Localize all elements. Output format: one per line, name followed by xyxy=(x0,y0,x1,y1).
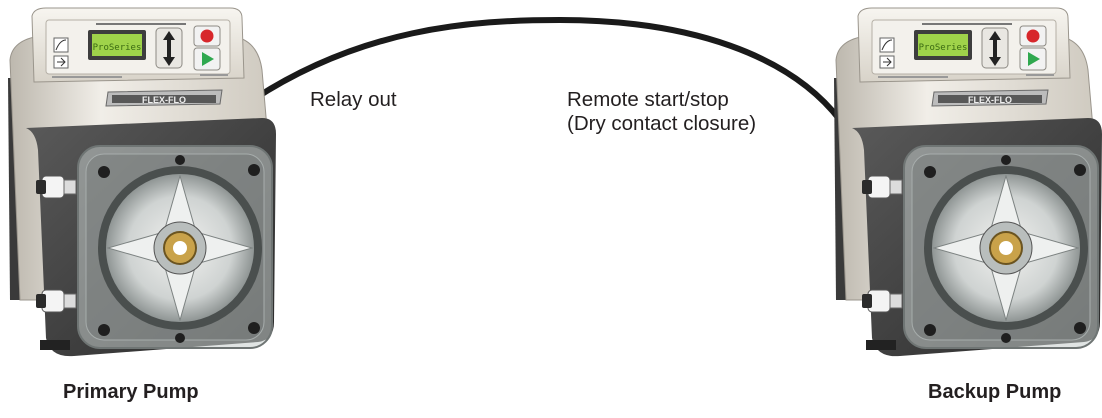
signal-cable xyxy=(245,16,843,123)
remote-start-stop-line2: (Dry contact closure) xyxy=(567,112,757,135)
backup-pump-caption: Backup Pump xyxy=(928,381,1062,403)
primary-pump-image: ProSeries FLEX-FLO xyxy=(7,7,277,358)
remote-start-stop-line1: Remote start/stop xyxy=(567,88,729,111)
primary-pump-caption: Primary Pump xyxy=(63,381,199,403)
backup-lcd-text: ProSeries xyxy=(919,43,968,53)
remote-start-stop-label: Remote start/stop (Dry contact closure) xyxy=(567,88,756,136)
backup-brand-logo: FLEX-FLO xyxy=(968,95,1012,105)
backup-pump-image: ProSeries FLEX-FLO xyxy=(833,7,1102,358)
relay-out-label: Relay out xyxy=(310,88,397,111)
primary-lcd-text: ProSeries xyxy=(93,43,142,53)
primary-brand-logo: FLEX-FLO xyxy=(142,95,186,105)
